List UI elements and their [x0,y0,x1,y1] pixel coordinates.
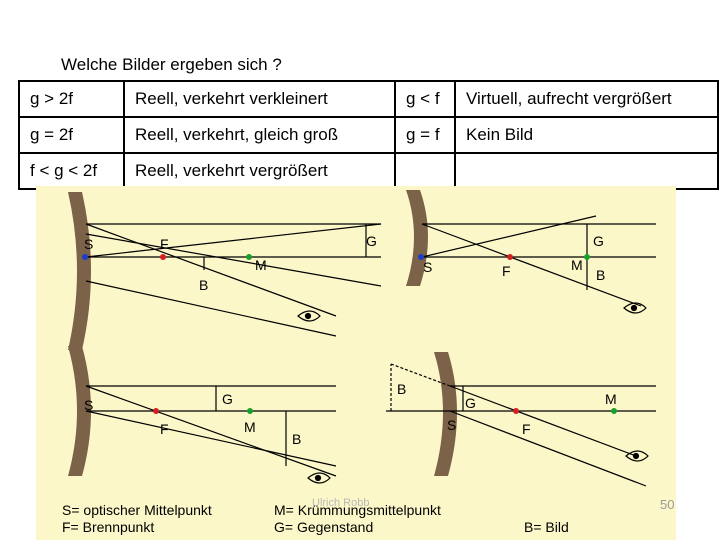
label-s: S [423,259,432,275]
table-cell: Reell, verkehrt, gleich groß [123,116,396,154]
label-m: M [571,257,583,273]
label-g: G [593,233,604,249]
table-cell: g < f [394,80,456,118]
table-row: g > 2f Reell, verkehrt verkleinert g < f… [18,80,719,118]
label-s: S [84,397,93,413]
label-m: M [605,391,617,407]
concave-mirror-4 [434,352,457,476]
label-g: G [366,233,377,249]
label-s: S [84,236,93,252]
table-cell [454,152,719,190]
table-row: f < g < 2f Reell, verkehrt vergrößert [18,152,719,190]
legend-left: S= optischer Mittelpunkt F= Brennpunkt [62,502,212,536]
point-m [584,254,590,260]
point-m [611,408,617,414]
concave-mirror-2 [406,190,428,286]
label-f: F [522,421,531,437]
legend-item-m: M= Krümmungsmittelpunkt [274,502,441,518]
table-cell [394,152,456,190]
table-cell: g > 2f [18,80,125,118]
table-row: g = 2f Reell, verkehrt, gleich groß g = … [18,116,719,154]
table-cell: Reell, verkehrt verkleinert [123,80,396,118]
table-cell: g = 2f [18,116,125,154]
point-f [507,254,513,260]
label-b: B [596,267,605,283]
eye-icon [297,302,649,484]
label-b: B [292,431,301,447]
mirror-diagram-panel: S F M G B S F M G B S F G M B B G S F M … [36,186,676,540]
legend-middle: M= Krümmungsmittelpunkt G= Gegenstand [274,502,441,536]
label-s: S [447,417,456,433]
label-f: F [160,421,169,437]
table-cell: f < g < 2f [18,152,125,190]
mirror-ray-diagrams: S F M G B S F M G B S F G M B B G S F M [68,190,656,487]
legend-item-f: F= Brennpunkt [62,519,155,535]
point-f [160,254,166,260]
image-rules-table: g > 2f Reell, verkehrt verkleinert g < f… [18,80,719,190]
label-f: F [502,263,511,279]
page-title: Welche Bilder ergeben sich ? [61,55,282,74]
concave-mirror-1 [68,192,91,350]
point-m [246,254,252,260]
point-s [418,254,424,260]
author-watermark: Ulrich Robb [312,497,370,509]
label-g: G [465,395,476,411]
point-markers [82,254,617,414]
label-g: G [222,391,233,407]
point-s [82,254,88,260]
legend-item-b: B= Bild [524,519,569,535]
label-b: B [199,277,208,293]
table-cell: g = f [394,116,456,154]
concave-mirror-3 [68,346,91,476]
table-cell: Reell, verkehrt vergrößert [123,152,396,190]
page-number: 50 [660,497,675,512]
label-f: F [160,236,169,252]
table-cell: Virtuell, aufrecht vergrößert [454,80,719,118]
label-m: M [255,257,267,273]
label-m: M [244,419,256,435]
legend-right: B= Bild [524,519,569,536]
table-cell: Kein Bild [454,116,719,154]
legend-item-s: S= optischer Mittelpunkt [62,502,212,518]
legend-item-g: G= Gegenstand [274,519,374,535]
label-b: B [397,381,406,397]
point-f [513,408,519,414]
point-f [153,408,159,414]
point-m [247,408,253,414]
